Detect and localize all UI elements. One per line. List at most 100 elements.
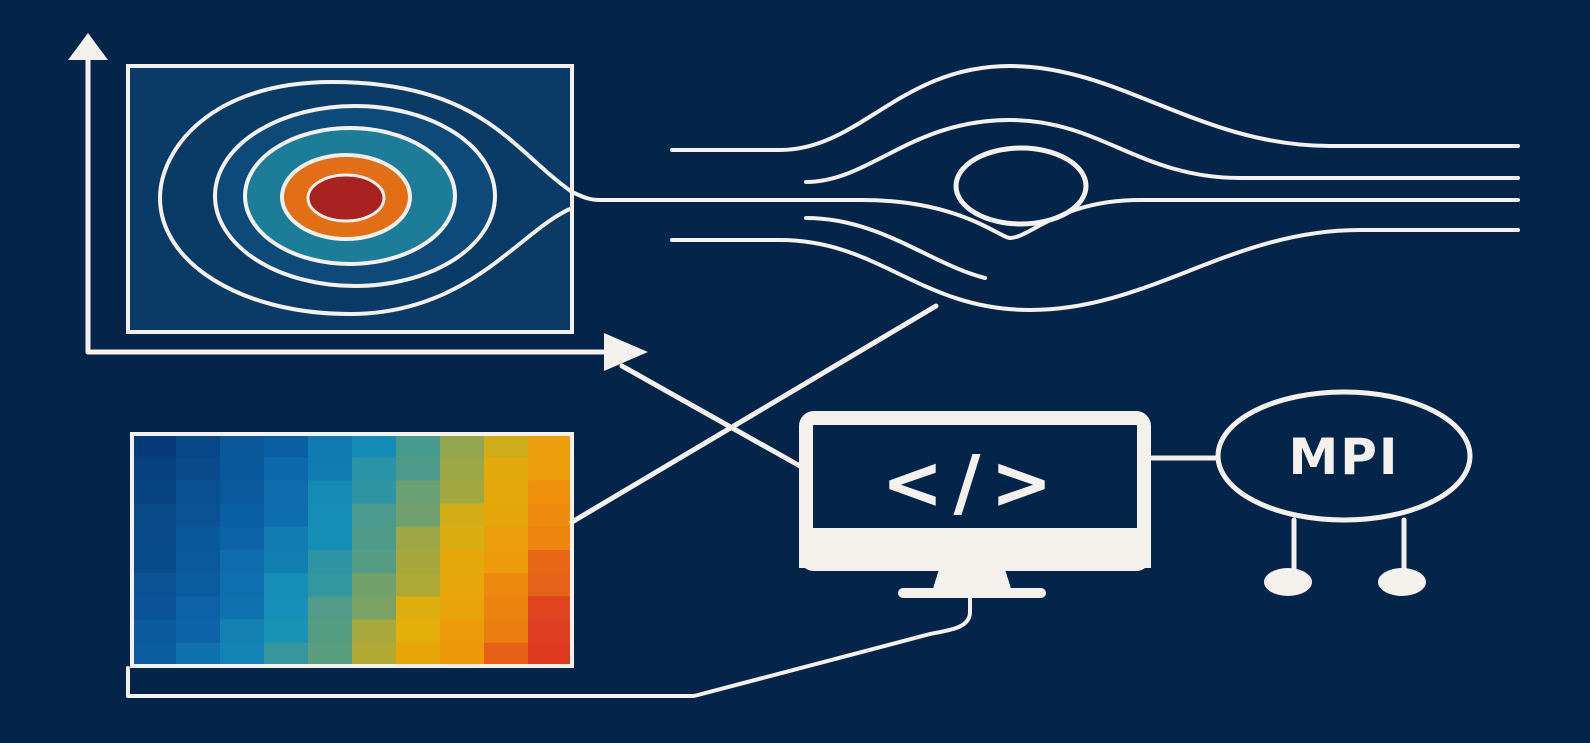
heatmap-cell — [440, 596, 485, 621]
heatmap-cell — [484, 457, 529, 481]
heatmap-cell — [396, 503, 441, 528]
cylinder-obstacle-icon — [953, 145, 1089, 227]
heatmap-cell — [264, 550, 309, 574]
heatmap-cell — [132, 642, 177, 667]
heatmap-cell — [528, 526, 573, 551]
heatmap-cell — [264, 573, 309, 597]
streamline-bottom — [670, 228, 1520, 312]
heatmap-cell — [220, 596, 265, 621]
heatmap-cell — [176, 503, 221, 528]
heatmap-cell — [176, 596, 221, 621]
contour-plot — [126, 64, 574, 334]
heatmap-cell — [264, 619, 309, 644]
heatmap-cell — [440, 434, 485, 458]
heatmap-cell — [528, 503, 573, 528]
heatmap-cell — [176, 457, 221, 481]
heatmap-cell — [528, 619, 573, 644]
heatmap-cell — [220, 503, 265, 528]
heatmap-cell — [264, 596, 309, 621]
heatmap-cell — [264, 480, 309, 505]
heatmap-cell — [352, 480, 397, 505]
monitor-neck — [932, 566, 1012, 592]
heatmap-cell — [440, 503, 485, 528]
heatmap-cell — [352, 642, 397, 667]
heatmap-cell — [176, 434, 221, 458]
monitor-bezel — [799, 528, 1151, 568]
monitor-base — [898, 588, 1046, 598]
streamline-upper — [804, 118, 1520, 184]
heatmap-cell — [396, 457, 441, 481]
heatmap-cell — [352, 550, 397, 574]
heatmap-cell — [440, 619, 485, 644]
heatmap-cell — [396, 526, 441, 551]
heatmap-cell — [352, 526, 397, 551]
heatmap-cell — [352, 434, 397, 458]
heatmap-cell — [484, 480, 529, 505]
heatmap-cell — [440, 526, 485, 551]
heatmap-cell — [352, 503, 397, 528]
heatmap-cell — [440, 573, 485, 597]
heatmap-cell — [396, 642, 441, 667]
heatmap-cell — [484, 596, 529, 621]
heatmap-cell — [132, 503, 177, 528]
heatmap-cell — [264, 642, 309, 667]
contour-core — [306, 173, 386, 223]
heatmap-cell — [528, 457, 573, 481]
y-axis-arrow-icon — [68, 33, 108, 60]
streamline-lower — [804, 216, 987, 280]
heatmap-cell — [308, 573, 353, 597]
heatmap-cell — [396, 596, 441, 621]
computer-to-axis-connector — [619, 363, 803, 469]
plot-axes — [68, 33, 648, 371]
heatmap-cell — [528, 596, 573, 621]
computer: </> — [799, 411, 1151, 598]
heatmap-cell — [308, 503, 353, 528]
heatmap-cell — [484, 550, 529, 574]
contour-to-flow-connector — [570, 190, 864, 202]
heatmap-cell — [528, 480, 573, 505]
heatmap-cell — [132, 480, 177, 505]
heatmap-cell — [352, 596, 397, 621]
mpi-bubble — [1215, 389, 1473, 523]
heatmap-cell — [396, 480, 441, 505]
heatmap-cell — [308, 526, 353, 551]
heatmap-cell — [132, 434, 177, 458]
heatmap-cell — [396, 573, 441, 597]
flow-streamlines — [670, 64, 1520, 312]
code-symbol-icon: </> — [881, 440, 1062, 526]
heatmap-cell — [308, 434, 353, 458]
heatmap-cell — [220, 550, 265, 574]
heatmap-cell — [132, 596, 177, 621]
heatmap-cell — [484, 526, 529, 551]
heatmap-cell — [176, 526, 221, 551]
heatmap-cell — [352, 457, 397, 481]
mpi-network: MPI — [1149, 389, 1473, 596]
heatmap-cell — [220, 480, 265, 505]
heatmap-cell — [308, 619, 353, 644]
heatmap-cell — [220, 457, 265, 481]
heatmap — [130, 432, 574, 668]
heatmap-cell — [176, 619, 221, 644]
heatmap-cell — [484, 434, 529, 458]
heatmap-cell — [484, 642, 529, 667]
outer-contour-line — [158, 80, 574, 316]
heatmap-cell — [308, 480, 353, 505]
streamline-center — [860, 198, 1520, 240]
heatmap-cell — [220, 434, 265, 458]
heatmap-cell — [308, 596, 353, 621]
mpi-node-right-icon — [1378, 568, 1426, 596]
heatmap-cell — [396, 434, 441, 458]
heatmap-cell — [440, 457, 485, 481]
heatmap-cell — [176, 550, 221, 574]
heatmap-cells — [132, 434, 573, 667]
heatmap-cell — [176, 642, 221, 667]
heatmap-cell — [528, 434, 573, 458]
heatmap-to-flow-connector — [569, 303, 939, 525]
heatmap-cell — [176, 480, 221, 505]
heatmap-cell — [176, 573, 221, 597]
heatmap-frame — [130, 432, 574, 668]
computer-cable — [126, 596, 972, 698]
heatmap-cell — [220, 573, 265, 597]
heatmap-cell — [220, 619, 265, 644]
heatmap-cell — [132, 573, 177, 597]
